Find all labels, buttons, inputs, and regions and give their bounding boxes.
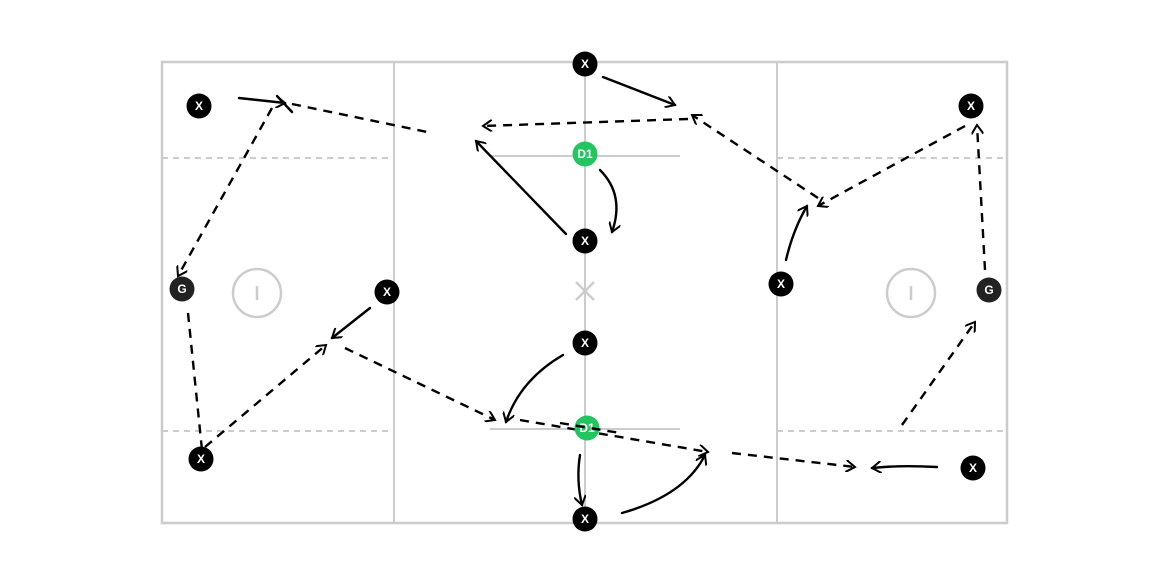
pass-arrow <box>692 115 819 200</box>
player-x[interactable]: X <box>768 271 794 297</box>
run-arrow <box>784 206 807 262</box>
player-x[interactable]: X <box>572 51 598 77</box>
player-label: X <box>197 452 205 466</box>
pass-arrow <box>977 125 987 271</box>
pass-line-overlay <box>559 421 621 435</box>
pass-arrow <box>178 107 274 276</box>
player-x[interactable]: X <box>572 228 598 254</box>
pass-line <box>186 312 204 451</box>
run-arrow <box>578 453 582 505</box>
pass-arrow <box>731 451 855 467</box>
pass-arrow <box>818 124 966 206</box>
goal-crease-left <box>231 267 283 319</box>
player-label: X <box>581 234 589 248</box>
run-arrow <box>872 466 939 468</box>
goal-crease-right <box>885 267 937 319</box>
player-label: X <box>383 285 391 299</box>
player-label: X <box>777 277 785 291</box>
player-label: G <box>984 283 993 297</box>
run-arrow <box>476 141 568 236</box>
player-label: X <box>581 336 589 350</box>
run-arrow <box>332 306 372 340</box>
player-label: X <box>195 99 203 113</box>
run-arrow <box>620 455 705 515</box>
player-x[interactable]: X <box>374 279 400 305</box>
player-label: D1 <box>577 147 593 161</box>
player-label: X <box>967 99 975 113</box>
player-x[interactable]: X <box>186 93 212 119</box>
player-label: X <box>581 57 589 71</box>
player-label: D1 <box>579 421 595 435</box>
player-label: X <box>969 461 977 475</box>
player-x[interactable]: X <box>960 455 986 481</box>
player-x[interactable]: X <box>188 446 214 472</box>
run-arrow <box>506 353 565 422</box>
pass-arrow <box>204 345 326 448</box>
defender-d1[interactable]: D1 <box>572 141 598 167</box>
player-x[interactable]: X <box>958 93 984 119</box>
defender-d1[interactable]: D1 <box>574 415 600 441</box>
pass-arrow <box>519 418 708 452</box>
pass-line <box>291 102 433 135</box>
pass-arrow <box>483 117 689 126</box>
players: X X X X X X X X X X G G D1 D1 <box>169 51 1002 532</box>
pass-arrow <box>344 346 495 420</box>
player-label: G <box>177 282 186 296</box>
player-x[interactable]: X <box>572 506 598 532</box>
faceoff-x-mark <box>575 281 595 301</box>
run-arrow <box>237 98 285 103</box>
pass-arrow <box>901 322 975 426</box>
goalie[interactable]: G <box>976 277 1002 303</box>
goalie[interactable]: G <box>169 276 195 302</box>
run-arrow <box>601 75 675 105</box>
player-x[interactable]: X <box>572 330 598 356</box>
field <box>160 60 1009 525</box>
movement-arrows <box>178 75 987 515</box>
player-label: X <box>581 512 589 526</box>
stop-mark <box>275 94 294 114</box>
run-arrow <box>598 168 616 232</box>
